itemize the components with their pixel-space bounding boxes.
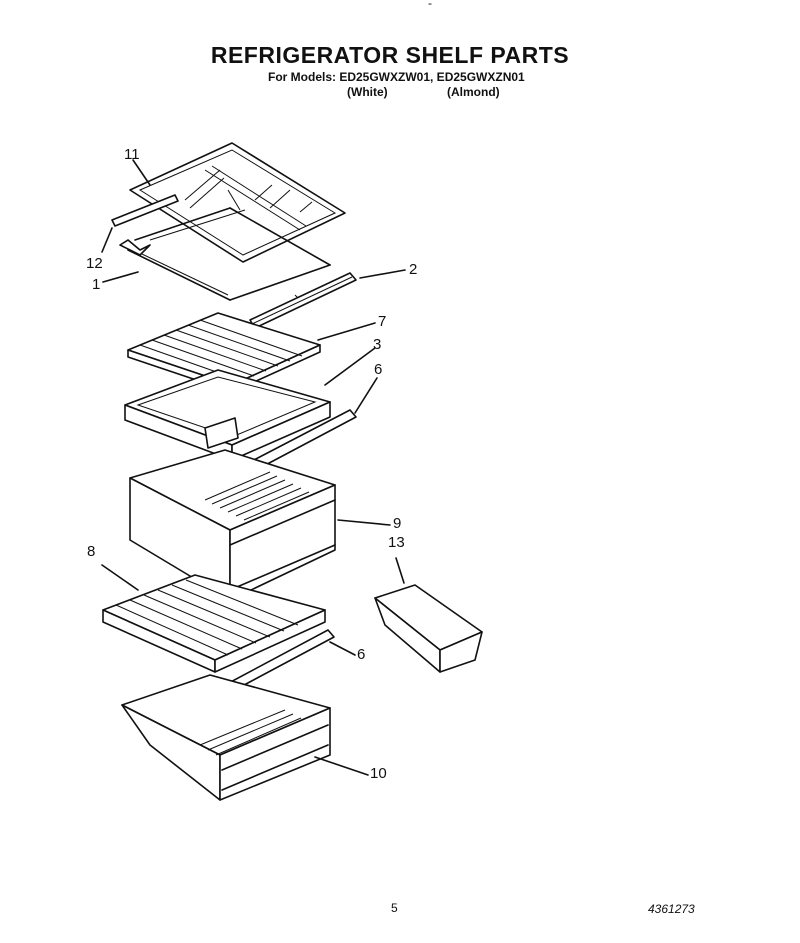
document-number: 4361273 — [648, 902, 695, 916]
glass-shelf-part-11 — [129, 142, 346, 263]
callout-10: 10 — [370, 765, 387, 782]
variant-white: (White) — [347, 85, 388, 99]
callout-2: 2 — [409, 261, 418, 278]
callout-12: 12 — [86, 255, 103, 272]
callout-6-lower: 6 — [357, 646, 366, 663]
callout-8: 8 — [87, 543, 96, 560]
drawer-part-10 — [121, 674, 331, 801]
shelf-frame-part-1 — [119, 189, 331, 301]
top-mark: - — [428, 0, 432, 10]
callout-13: 13 — [388, 534, 405, 551]
callout-11: 11 — [124, 146, 140, 163]
variant-almond: (Almond) — [447, 85, 500, 99]
page-number: 5 — [391, 901, 398, 915]
bin-part-13 — [374, 584, 483, 673]
callout-9: 9 — [393, 515, 402, 532]
leader-lines — [101, 159, 406, 776]
callout-7: 7 — [378, 313, 387, 330]
rail-part-12 — [111, 194, 179, 227]
grid-cover-part-7 — [127, 312, 321, 393]
crisper-cover-part-8 — [102, 574, 326, 673]
callout-1: 1 — [92, 276, 101, 293]
rail-part-2 — [249, 272, 357, 329]
callout-3: 3 — [373, 336, 382, 353]
models-line: For Models: ED25GWXZW01, ED25GWXZN01 — [268, 70, 525, 84]
page-title: REFRIGERATOR SHELF PARTS — [210, 42, 570, 68]
callout-6-upper: 6 — [374, 361, 383, 378]
crisper-frame-part-3 — [124, 369, 331, 461]
crisper-drawer-part-9 — [129, 449, 336, 601]
